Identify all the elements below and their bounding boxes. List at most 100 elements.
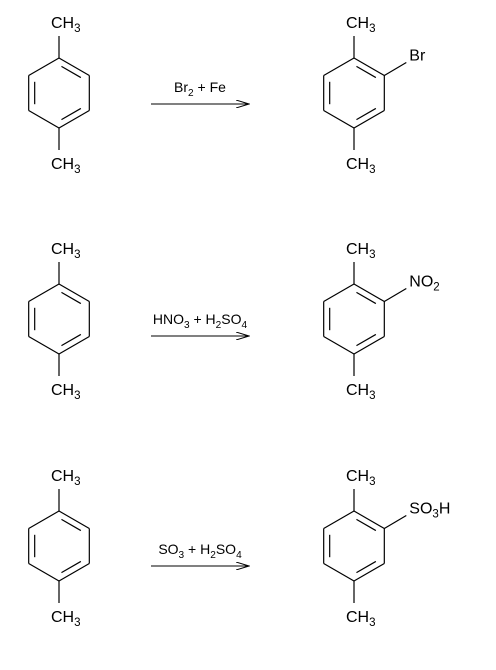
ring-bond: [323, 562, 355, 582]
reagent-label-part: 3: [179, 550, 185, 561]
substituent-label-part: H: [439, 501, 451, 518]
ring-bond: [28, 562, 60, 582]
ring-double-bond: [61, 291, 82, 305]
methyl-label-bottom-subscript: 3: [74, 617, 80, 629]
methyl-label-bottom-subscript: 3: [369, 164, 375, 176]
ring-bond: [58, 57, 90, 77]
methyl-label-bottom-subscript: 3: [369, 617, 375, 629]
ring-double-bond: [356, 291, 377, 305]
methyl-label-bottom-ch: CH: [346, 609, 369, 626]
methyl-label-top: CH3: [346, 468, 376, 488]
ring-bond: [323, 57, 355, 77]
reagent-label-part: 4: [236, 550, 242, 561]
ring-bond: [58, 510, 90, 530]
ring-bond: [58, 109, 90, 129]
ring-bond: [353, 562, 385, 582]
reagent-label: SO3 + H2SO4: [158, 541, 242, 561]
ring-bond: [353, 57, 385, 77]
methyl-label-top: CH3: [346, 241, 376, 261]
methyl-label-bottom: CH3: [346, 156, 376, 176]
ring-double-bond: [356, 518, 377, 532]
benzene-ring: [323, 57, 385, 129]
ring-double-bond: [356, 107, 377, 121]
methyl-label-bottom: CH3: [346, 609, 376, 629]
substituent-label-part: NO: [409, 274, 433, 291]
methyl-label-bottom-ch: CH: [51, 609, 74, 626]
substituent-label-part: 3: [432, 509, 438, 521]
methyl-label-top-ch: CH: [51, 241, 74, 258]
reagent-label-part: 2: [188, 88, 194, 99]
methyl-label-bottom-ch: CH: [51, 156, 74, 173]
methyl-label-bottom: CH3: [346, 382, 376, 402]
methyl-label-top: CH3: [346, 15, 376, 35]
benzene-ring: [323, 283, 385, 355]
ring-double-bond: [356, 333, 377, 347]
methyl-label-bottom: CH3: [51, 382, 81, 402]
reagent-label-part: 2: [216, 320, 222, 331]
ring-bond: [353, 510, 385, 530]
ring-bond: [323, 283, 355, 303]
ring-bond: [28, 57, 60, 77]
ring-double-bond: [61, 518, 82, 532]
methyl-label-top-subscript: 3: [369, 23, 375, 35]
methyl-label-bottom: CH3: [51, 609, 81, 629]
methyl-label-top-subscript: 3: [369, 476, 375, 488]
ring-bond: [323, 335, 355, 355]
ring-double-bond: [61, 65, 82, 79]
benzene-ring: [323, 510, 385, 582]
ring-bond: [353, 109, 385, 129]
substituent-label-part: SO: [409, 501, 432, 518]
reagent-label-part: + H: [190, 311, 216, 327]
substituent-label: SO3H: [409, 501, 450, 521]
methyl-label-top-subscript: 3: [74, 23, 80, 35]
ring-bond: [353, 283, 385, 303]
ring-bond: [28, 335, 60, 355]
benzene-ring: [28, 57, 90, 129]
methyl-label-top-ch: CH: [346, 15, 369, 32]
substituent-bond: [384, 287, 407, 303]
substituent-bond: [384, 514, 407, 530]
reagent-label-part: Br: [174, 79, 188, 95]
reagent-label: Br2 + Fe: [174, 79, 226, 99]
reagent-label-part: + H: [184, 541, 210, 557]
methyl-label-top: CH3: [51, 468, 81, 488]
reagent-label: HNO3 + H2SO4: [153, 311, 248, 331]
benzene-ring: [28, 510, 90, 582]
ring-bond: [28, 109, 60, 129]
methyl-label-top-ch: CH: [51, 15, 74, 32]
methyl-label-bottom-ch: CH: [346, 382, 369, 399]
reagent-label-part: SO: [158, 541, 178, 557]
ring-double-bond: [61, 560, 82, 574]
ring-bond: [28, 283, 60, 303]
substituent-label-part: Br: [409, 48, 426, 65]
reagent-label-part: 3: [184, 320, 190, 331]
ring-bond: [58, 562, 90, 582]
methyl-label-bottom-ch: CH: [346, 156, 369, 173]
methyl-label-bottom-ch: CH: [51, 382, 74, 399]
substituent-label: NO2: [409, 274, 439, 294]
reagent-label-part: 2: [210, 550, 216, 561]
reagent-label-part: + Fe: [194, 79, 227, 95]
methyl-label-bottom-subscript: 3: [74, 390, 80, 402]
substituent-label: Br: [409, 48, 426, 65]
methyl-label-top: CH3: [51, 15, 81, 35]
reagent-label-part: HNO: [153, 311, 184, 327]
methyl-label-top-subscript: 3: [74, 476, 80, 488]
methyl-label-bottom-subscript: 3: [369, 390, 375, 402]
ring-double-bond: [61, 107, 82, 121]
substituent-label-part: 2: [433, 282, 439, 294]
methyl-label-top-subscript: 3: [74, 249, 80, 261]
ring-bond: [28, 510, 60, 530]
methyl-label-top-ch: CH: [51, 468, 74, 485]
reagent-label-part: SO: [221, 311, 241, 327]
reagent-label-part: 4: [242, 320, 248, 331]
ring-double-bond: [61, 333, 82, 347]
reagent-label-part: SO: [216, 541, 236, 557]
